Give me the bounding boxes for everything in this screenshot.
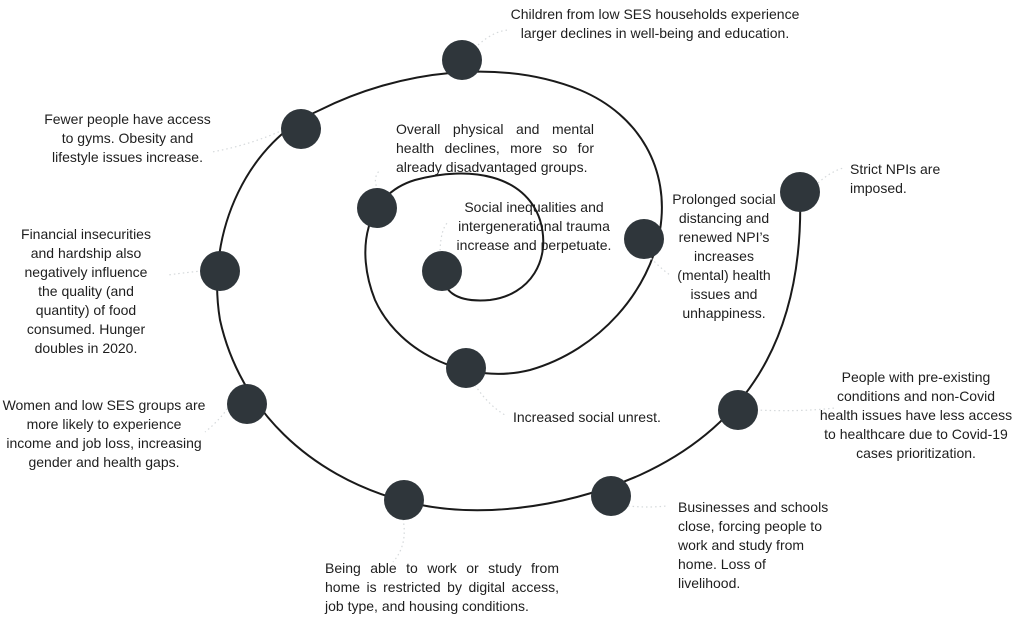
connector-prolonged	[647, 254, 671, 276]
connector-unrest	[474, 384, 506, 416]
label-social-unrest: Increased social unrest.	[513, 409, 661, 425]
label-strict-npis: Strict NPIs are imposed.	[850, 161, 941, 196]
label-children: Children from low SES households experie…	[510, 6, 800, 41]
node-strict-npis	[780, 172, 820, 212]
connector-businesses	[627, 505, 667, 508]
connector-financial	[167, 270, 203, 276]
connector-physical	[374, 169, 381, 191]
label-businesses-close: Businesses and schools close, forcing pe…	[678, 499, 829, 591]
connector-women-low-ses	[204, 404, 231, 433]
label-financial-insecurity: Financial insecurities and hardship also…	[21, 226, 151, 356]
label-gyms: Fewer people have access to gyms. Obesit…	[44, 111, 211, 165]
connector-health-access	[755, 407, 836, 412]
node-prolonged-distancing	[624, 219, 664, 259]
node-financial-insecurity	[200, 251, 240, 291]
label-physical-mental: Overall physical and mental health decli…	[396, 121, 594, 175]
node-inequalities	[422, 251, 462, 291]
node-physical-mental	[357, 188, 397, 228]
node-women-low-ses	[227, 384, 267, 424]
label-work-from-home: Being able to work or study from home is…	[325, 560, 559, 614]
label-women-low-ses: Women and low SES groups are more likely…	[2, 397, 206, 470]
node-social-unrest	[446, 348, 486, 388]
connector-inequalities	[439, 221, 449, 256]
node-businesses-close	[591, 476, 631, 516]
connector-gyms	[211, 129, 284, 153]
node-health-access	[718, 390, 758, 430]
node-children	[442, 40, 482, 80]
label-prolonged-distancing: Prolonged social distancing and renewed …	[672, 191, 776, 321]
connector-strict-npis	[817, 167, 844, 184]
node-work-from-home	[384, 480, 424, 520]
label-inequalities: Social inequalities and intergenerationa…	[456, 199, 612, 253]
label-health-access: People with pre-existing conditions and …	[819, 369, 1013, 461]
connector-work-from-home	[392, 518, 405, 563]
node-gyms	[281, 109, 321, 149]
spiral-path	[216, 70, 802, 512]
